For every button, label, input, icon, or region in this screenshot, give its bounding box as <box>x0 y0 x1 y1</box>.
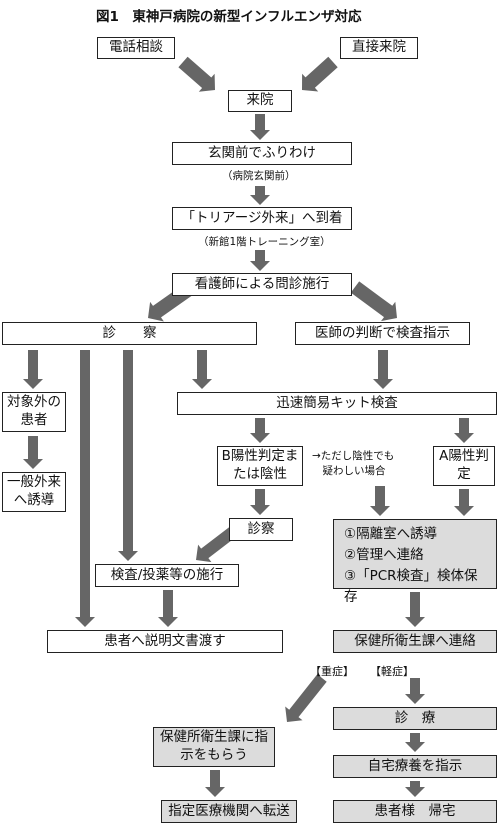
step-isolation: ①隔離室へ誘導 <box>344 526 438 542</box>
arrow-phone-to-arrival <box>178 56 215 92</box>
test-medication-node: 検査/投薬等の施行 <box>95 564 239 587</box>
sorting-node: 玄関前でふりわけ <box>172 142 352 165</box>
arrow-mild-treatment-to-home-care <box>405 733 425 752</box>
arrow-b-positive-to-exam2 <box>250 489 270 515</box>
arrow-exam-to-explain <box>75 350 95 627</box>
nurse-interview-node: 看護師による問診施行 <box>172 273 352 296</box>
go-home-node: 患者様 帰宅 <box>333 800 497 823</box>
arrow-direct-to-arrival <box>302 56 338 92</box>
health-center-contact-node: 保健所衛生課へ連絡 <box>333 630 497 653</box>
mild-label: 【軽症】 <box>370 665 414 678</box>
general-outpatient-node: 一般外来へ誘導 <box>2 472 66 512</box>
isolation-steps-box: ①隔離室へ誘導 ②管理へ連絡 ③「PCR検査」検体保存 <box>333 519 497 605</box>
arrow-note-to-steps <box>370 486 390 516</box>
step-pcr-sample: ③「PCR検査」検体保存 <box>344 567 478 605</box>
explain-document-node: 患者へ説明文書渡す <box>47 630 283 653</box>
transfer-node: 指定医療機関へ転送 <box>161 800 297 823</box>
arrow-nurse-to-doctor <box>350 281 397 322</box>
arrow-kit-to-b-positive <box>250 418 270 443</box>
doctor-order-node: 医師の判断で検査指示 <box>295 322 470 345</box>
diagram-title: 図1 東神戸病院の新型インフルエンザ対応 <box>96 9 362 25</box>
direct-visit-node: 直接来院 <box>340 37 418 59</box>
a-positive-node: A陽性判定 <box>433 446 495 486</box>
note-line: →ただし陰性でも 疑わしい場合 <box>312 450 395 478</box>
arrow-triage-to-nurse <box>250 250 270 271</box>
arrow-instruction-to-transfer <box>205 770 225 797</box>
arrow-exam-to-not-target <box>23 350 43 389</box>
severe-label: 【重症】 <box>310 665 354 678</box>
mild-treatment-node: 診 療 <box>333 707 497 730</box>
arrow-sorting-to-triage <box>250 186 270 205</box>
arrow-arrival-to-sorting <box>250 114 270 140</box>
arrow-home-care-to-go-home <box>405 781 425 797</box>
triage-node: 「トリアージ外来」へ到着 <box>172 207 352 230</box>
arrow-kit-to-a-positive <box>454 418 474 443</box>
sorting-note: （病院玄関前） <box>222 170 296 182</box>
not-target-node: 対象外の患者 <box>2 392 66 432</box>
arrow-a-positive-to-steps <box>454 489 474 516</box>
home-care-node: 自宅療養を指示 <box>333 755 497 778</box>
step-contact-management: ②管理へ連絡 <box>344 546 424 563</box>
arrow-not-target-to-general <box>23 436 43 469</box>
health-center-instruction-node: 保健所衛生課に指示をもらう <box>153 727 275 767</box>
arrow-doctor-to-rapid-kit <box>373 350 393 389</box>
negative-suspicious-note: →ただし陰性でも 疑わしい場合 <box>312 449 394 479</box>
arrow-health-to-instruction <box>285 674 327 722</box>
rapid-kit-node: 迅速簡易キット検査 <box>177 392 497 415</box>
b-positive-node: B陽性判定または陰性 <box>217 446 303 486</box>
examination-node: 診 察 <box>2 322 257 345</box>
arrival-node: 来院 <box>228 90 292 112</box>
arrow-test-med-to-explain <box>158 590 178 627</box>
phone-consult-node: 電話相談 <box>97 37 175 59</box>
arrow-exam-to-rapid-kit <box>192 350 212 389</box>
arrow-health-to-mild-treatment <box>405 678 425 704</box>
arrow-exam-to-test-med <box>118 350 138 561</box>
exam2-node: 診察 <box>229 518 293 541</box>
triage-note: （新館1階トレーニング室） <box>198 236 331 248</box>
